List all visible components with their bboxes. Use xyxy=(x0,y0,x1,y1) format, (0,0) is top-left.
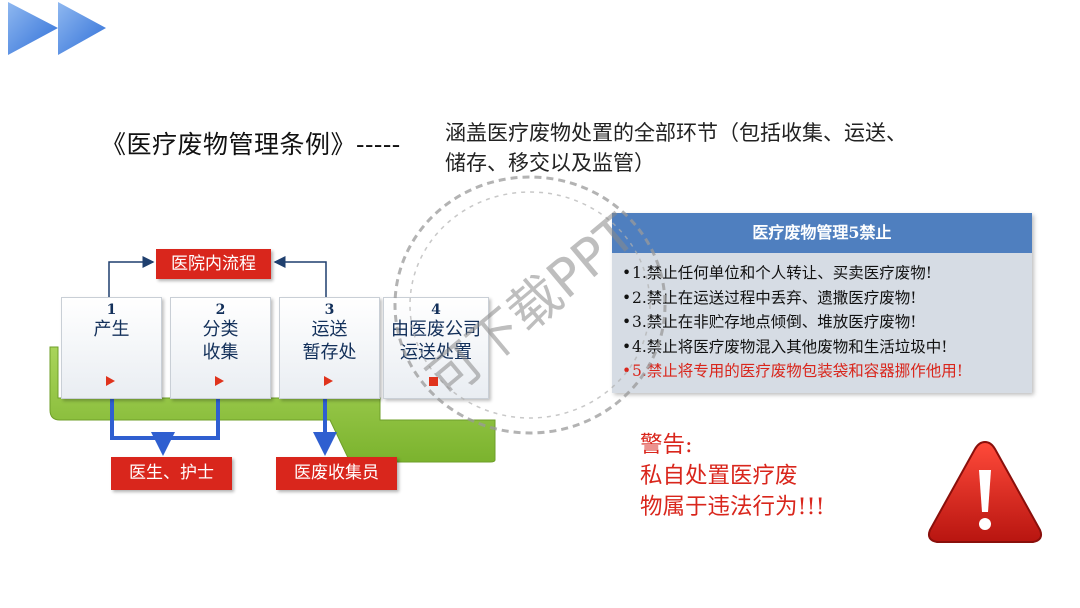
watermark-text: 可下载PPT xyxy=(417,204,648,411)
prohibition-text: 4.禁止将医疗废物混入其他废物和生活垃圾中! xyxy=(632,337,948,356)
step-label-2: 收集 xyxy=(202,342,239,363)
prohibition-item: •3.禁止在非贮存地点倾倒、堆放医疗废物! xyxy=(622,310,1032,335)
flow-step-2: 2 分类 收集 xyxy=(170,297,271,399)
bullet-icon: • xyxy=(622,264,632,282)
flow-step-3: 3 运送 暂存处 xyxy=(279,297,380,399)
flow-step-4: 4 由医废公司 运送处置 xyxy=(383,297,489,399)
scope-line-1: 涵盖医疗废物处置的全部环节（包括收集、运送、 xyxy=(445,121,907,145)
step-number: 2 xyxy=(215,302,226,318)
scope-description: 涵盖医疗废物处置的全部环节（包括收集、运送、 储存、移交以及监管） xyxy=(445,118,1005,178)
bullet-icon: • xyxy=(622,337,632,356)
step-number: 1 xyxy=(106,302,117,318)
prohibition-item: •1.禁止任何单位和个人转让、买卖医疗废物! xyxy=(622,261,1032,286)
step-label: 产生 xyxy=(93,319,130,340)
step-label-2: 暂存处 xyxy=(302,342,357,363)
prohibitions-list: •1.禁止任何单位和个人转让、买卖医疗废物! •2.禁止在运送过程中丢弃、遗撒医… xyxy=(612,253,1032,384)
prohibition-text: 5.禁止将专用的医疗废物包装袋和容器挪作他用! xyxy=(632,362,964,380)
play-marker-icon xyxy=(324,376,333,386)
watermark-seal: 可下载PPT xyxy=(393,175,667,435)
bullet-icon: • xyxy=(622,362,632,380)
prohibition-text: 1.禁止任何单位和个人转让、买卖医疗废物! xyxy=(632,264,933,282)
step-label-2: 运送处置 xyxy=(400,342,472,363)
bullet-icon: • xyxy=(622,288,632,307)
prohibitions-panel: 医疗废物管理5禁止 •1.禁止任何单位和个人转让、买卖医疗废物! •2.禁止在运… xyxy=(612,213,1032,393)
label-waste-collector: 医废收集员 xyxy=(276,457,397,490)
prohibition-item-highlight: •5.禁止将专用的医疗废物包装袋和容器挪作他用! xyxy=(622,359,1032,384)
label-doctors-nurses: 医生、护士 xyxy=(111,457,232,490)
step-label: 运送 xyxy=(311,319,348,340)
flow-loop-right xyxy=(273,256,327,297)
prohibition-item: •4.禁止将医疗废物混入其他废物和生活垃圾中! xyxy=(622,335,1032,360)
flow-top-label: 医院内流程 xyxy=(156,249,271,279)
warning-heading: 警告: xyxy=(640,432,693,458)
regulation-title: 《医疗废物管理条例》----- xyxy=(101,130,401,159)
stop-marker-icon xyxy=(429,377,438,386)
warning-line-3: 物属于违法行为!!! xyxy=(640,494,825,520)
flow-base-shape xyxy=(49,346,496,463)
play-marker-icon xyxy=(106,376,115,386)
step-number: 3 xyxy=(324,302,335,318)
prohibition-text: 3.禁止在非贮存地点倾倒、堆放医疗废物! xyxy=(632,313,917,331)
play-marker-icon xyxy=(215,376,224,386)
corner-arrows-icon xyxy=(8,2,106,55)
prohibition-item: •2.禁止在运送过程中丢弃、遗撒医疗废物! xyxy=(622,286,1032,311)
warning-line-2: 私自处置医疗废 xyxy=(640,463,798,489)
warning-text: 警告: 私自处置医疗废 物属于违法行为!!! xyxy=(640,430,825,523)
warning-triangle-icon xyxy=(927,440,1043,543)
prohibition-text: 2.禁止在运送过程中丢弃、遗撒医疗废物! xyxy=(632,288,917,307)
bullet-icon: • xyxy=(622,313,632,331)
prohibitions-title: 医疗废物管理5禁止 xyxy=(612,213,1032,253)
step-label: 分类 xyxy=(202,319,239,340)
scope-line-2: 储存、移交以及监管） xyxy=(445,151,655,175)
step-number: 4 xyxy=(431,302,441,318)
flow-step-1: 1 产生 xyxy=(61,297,162,399)
flow-loop-left xyxy=(108,256,155,297)
